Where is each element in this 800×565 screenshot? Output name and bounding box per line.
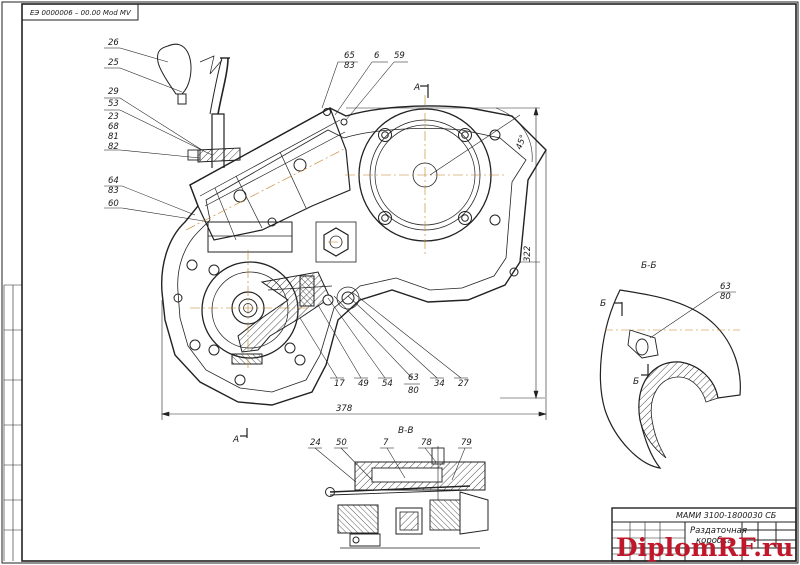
part-34: 34 — [434, 379, 445, 389]
part-53: 53 — [108, 99, 119, 109]
part-27: 27 — [458, 379, 469, 389]
watermark-logo: DiplomRF.ru — [616, 533, 793, 562]
part-29: 29 — [108, 87, 119, 97]
part-64: 64 — [108, 176, 119, 186]
part-83-top: 83 — [344, 61, 355, 71]
part-26: 26 — [108, 38, 119, 48]
dimension-angle: 45° — [514, 133, 529, 151]
dimension-lines — [160, 106, 548, 420]
part-24: 24 — [310, 438, 321, 448]
part-80: 80 — [408, 386, 419, 396]
part-name-line1: Раздаточная — [690, 526, 747, 536]
centerlines — [185, 95, 505, 368]
shift-mechanism-section — [231, 271, 334, 365]
section-a-top: А — [413, 83, 420, 93]
part-68: 68 — [108, 122, 119, 132]
part-82: 82 — [108, 142, 119, 152]
part-65: 65 — [344, 51, 355, 61]
part-59: 59 — [394, 51, 405, 61]
doc-number: МАМИ 3100-1800030 СБ — [676, 511, 777, 520]
section-vv-view — [308, 446, 489, 549]
part-name-line2: коробка — [696, 536, 733, 546]
shift-lever — [187, 55, 241, 168]
part-79: 79 — [461, 438, 472, 448]
part-49: 49 — [358, 379, 369, 389]
section-b-left: Б — [600, 299, 606, 309]
section-bb-view — [599, 289, 741, 469]
part-50: 50 — [336, 438, 347, 448]
dimension-width: 378 — [336, 404, 353, 414]
part-81: 81 — [108, 132, 119, 142]
lever-knob — [157, 43, 192, 105]
document-stamp: ЕЭ 0000006 – 00.00 Mod MV — [21, 3, 139, 21]
section-b-bottom: Б — [633, 377, 639, 387]
part-6: 6 — [374, 51, 380, 61]
part-80-bb: 80 — [720, 292, 731, 302]
section-a-bottom: А — [232, 435, 239, 445]
stamp-code: ЕЭ 0000006 – 00.00 Mod MV — [30, 9, 132, 17]
part-63: 63 — [408, 373, 419, 383]
part-7: 7 — [383, 438, 389, 448]
section-vv-title: В-В — [398, 426, 414, 436]
part-25: 25 — [108, 58, 119, 68]
part-17: 17 — [334, 379, 345, 389]
part-leaders — [104, 47, 468, 385]
title-block — [611, 507, 797, 562]
part-number-labels: 26 25 29 53 23 68 81 82 64 83 60 65 83 6… — [108, 38, 731, 448]
part-63-bb: 63 — [720, 282, 731, 292]
section-bb-title: Б-Б — [641, 261, 657, 271]
section-mark-a — [240, 84, 429, 438]
part-78: 78 — [421, 438, 432, 448]
dimension-height: 322 — [523, 246, 533, 262]
part-54: 54 — [382, 379, 393, 389]
part-60: 60 — [108, 199, 119, 209]
part-83: 83 — [108, 186, 119, 196]
part-23: 23 — [108, 112, 119, 122]
